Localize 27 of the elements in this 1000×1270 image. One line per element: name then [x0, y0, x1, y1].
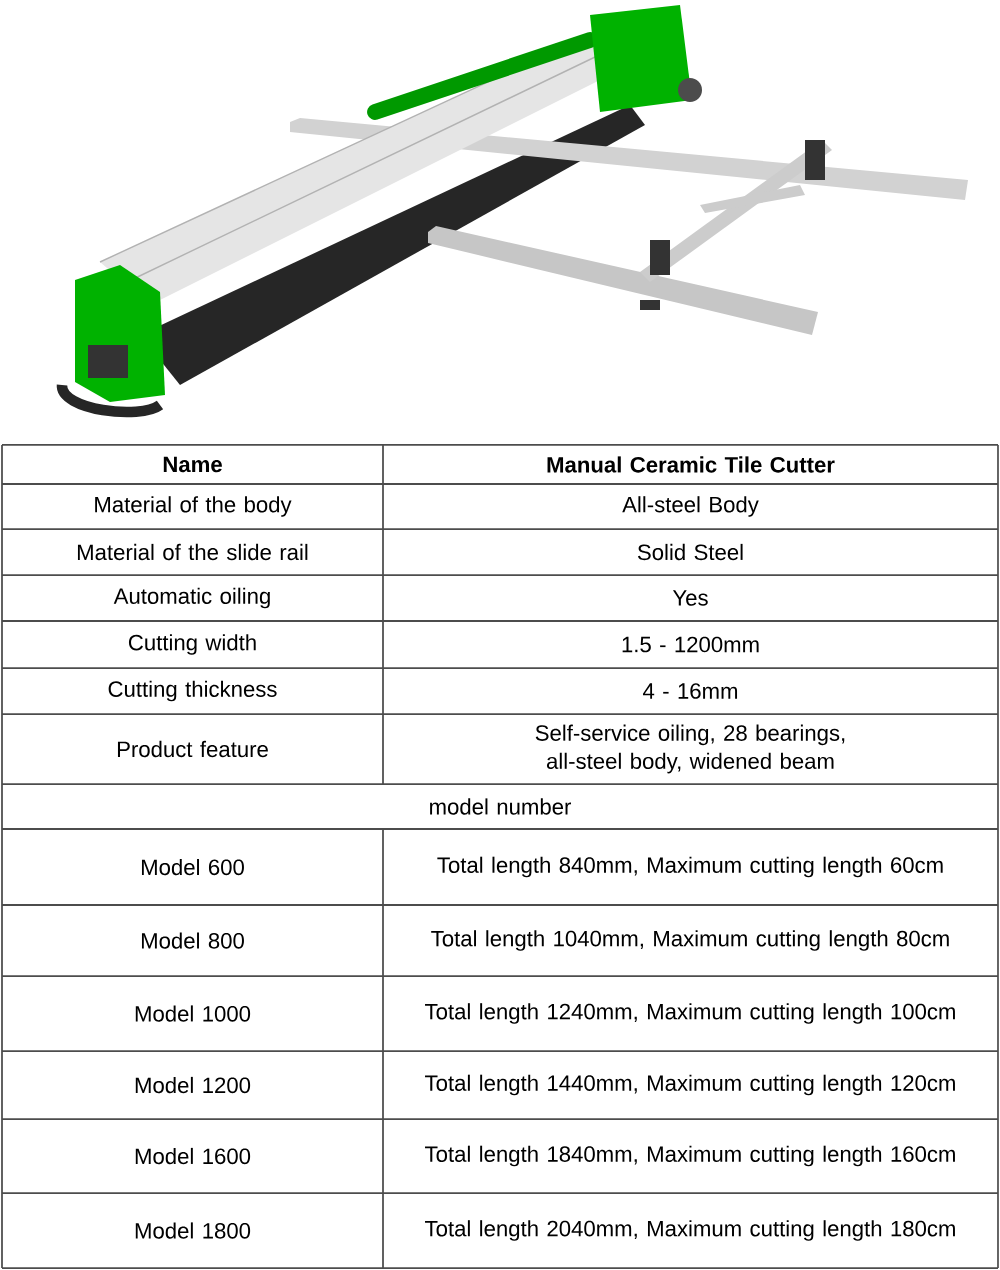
table-cell: Self-service oiling, 28 bearings, all-steel body, widened beam [535, 724, 845, 774]
table-cell: Total length 1440mm, Maximum cutting length 120cm [425, 1074, 955, 1096]
table-cell: Model 1200 [135, 1076, 251, 1094]
table-cell: Model 1600 [135, 1147, 251, 1165]
table-cell: Cutting thickness [108, 680, 277, 702]
table-cell: Total length 1240mm, Maximum cutting length 100cm [425, 1003, 955, 1024]
table-cell: Solid Steel [637, 543, 743, 561]
table-cell: Model 600 [142, 858, 244, 876]
table-cell: Product feature [117, 740, 268, 758]
table-cell: Yes [672, 590, 708, 606]
table-cell: Total length 1840mm, Maximum cutting length 160cm [425, 1145, 955, 1167]
table-cell: All-steel Body [622, 496, 759, 517]
table-cell: Model 800 [142, 932, 244, 949]
table-cell: Cutting width [128, 634, 256, 655]
table-cell: 4 - 16mm [643, 683, 738, 699]
table-cell: Total length 1040mm, Maximum cutting length 80cm [431, 930, 949, 951]
table-cell: Total length 2040mm, Maximum cutting length 180cm [425, 1220, 955, 1241]
table-cell: model number [430, 798, 571, 815]
table-cell: Model 1800 [135, 1222, 251, 1239]
table-cell: Total length 840mm, Maximum cutting length 60cm [437, 856, 943, 878]
table-cell: Automatic oiling [113, 587, 270, 609]
table-cell: Material of the slide rail [77, 543, 308, 561]
table-cell: Material of the body [95, 496, 292, 517]
table-cell: Manual Ceramic Tile Cutter [547, 456, 835, 473]
table-cell: Model 1000 [135, 1005, 251, 1022]
table-cell: 1.5 - 1200mm [622, 636, 759, 653]
table-cell: Name [163, 456, 222, 473]
